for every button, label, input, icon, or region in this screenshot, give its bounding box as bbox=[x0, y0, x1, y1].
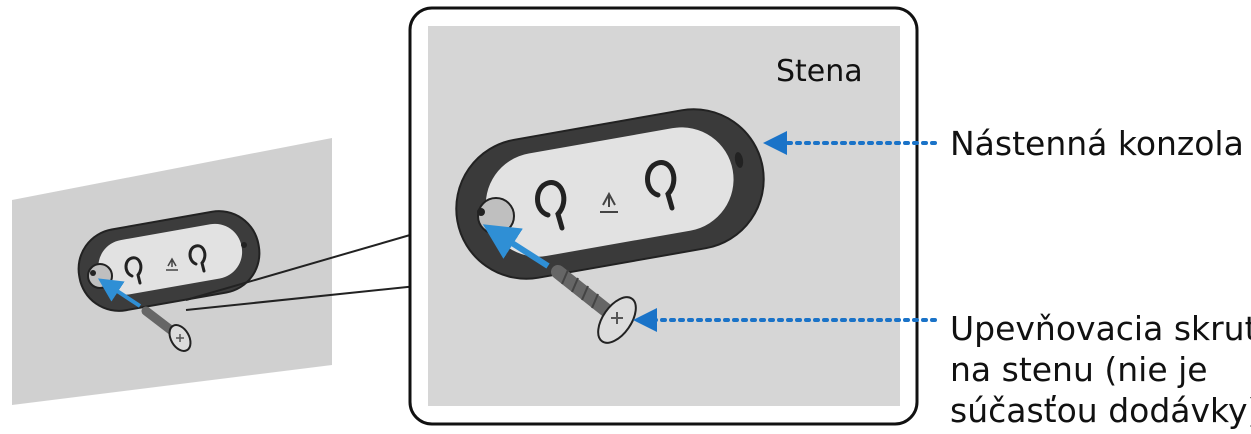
screw-icon bbox=[141, 306, 192, 352]
arrow-large bbox=[482, 224, 550, 269]
up-arrow-icon bbox=[600, 191, 618, 213]
screw-label: Upevňovacia skrutka na stenu (nie je súč… bbox=[950, 308, 1251, 431]
screw-icon bbox=[551, 265, 637, 344]
wall-label: Stena bbox=[776, 54, 863, 89]
arrow-small bbox=[97, 278, 142, 308]
screw-label-line-2: na stenu (nie je bbox=[950, 350, 1208, 389]
keyhole-slot-icon bbox=[535, 160, 677, 231]
bracket-label: Nástenná konzola bbox=[950, 124, 1244, 163]
bracket-small bbox=[77, 210, 261, 312]
keyhole-slot-icon bbox=[124, 244, 207, 285]
zoom-connector bbox=[185, 232, 418, 311]
up-arrow-icon bbox=[166, 257, 178, 271]
screw-label-line-1: Upevňovacia skrutka bbox=[950, 309, 1251, 348]
screw-label-line-3: súčasťou dodávky) bbox=[950, 391, 1251, 430]
